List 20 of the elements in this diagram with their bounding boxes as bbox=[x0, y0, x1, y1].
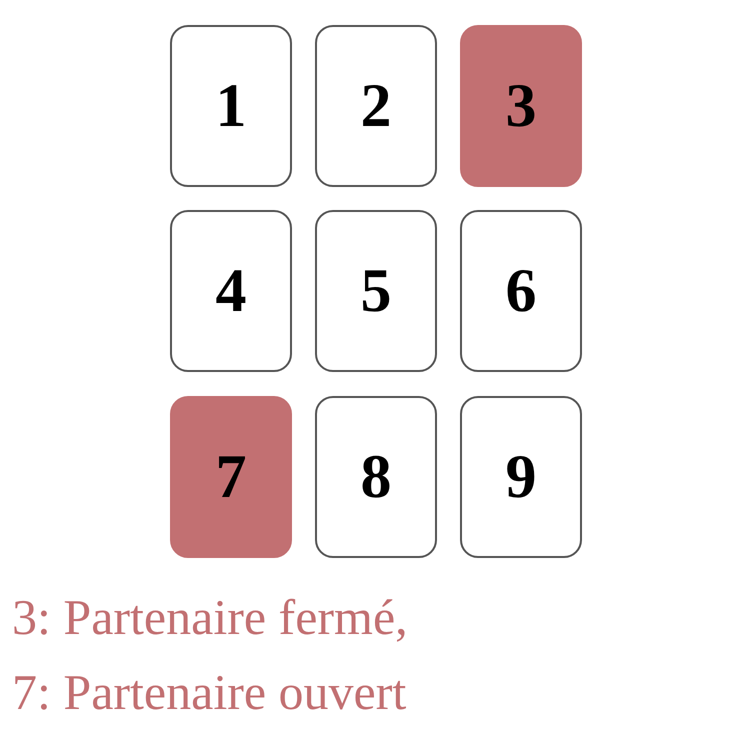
tile-number: 9 bbox=[506, 442, 536, 512]
tile-number: 5 bbox=[360, 256, 392, 326]
number-tile bbox=[315, 396, 437, 558]
number-tile bbox=[170, 210, 292, 372]
note-text: 7: Partenaire ouvert bbox=[12, 667, 406, 717]
tile-number: 8 bbox=[360, 442, 392, 512]
tile-number: 7 bbox=[216, 442, 246, 512]
tile-number: 6 bbox=[506, 256, 536, 326]
tile-number: 1 bbox=[216, 70, 246, 142]
number-tile bbox=[460, 25, 582, 187]
note-text: 3: Partenaire fermé, bbox=[12, 592, 408, 642]
number-tile bbox=[460, 396, 582, 558]
tile-number: 2 bbox=[360, 70, 392, 142]
number-tile bbox=[460, 210, 582, 372]
number-tile bbox=[170, 25, 292, 187]
number-tile bbox=[170, 396, 292, 558]
number-tile bbox=[315, 210, 437, 372]
tile-number: 3 bbox=[506, 70, 536, 142]
number-tile bbox=[315, 25, 437, 187]
tile-number: 4 bbox=[216, 256, 246, 326]
